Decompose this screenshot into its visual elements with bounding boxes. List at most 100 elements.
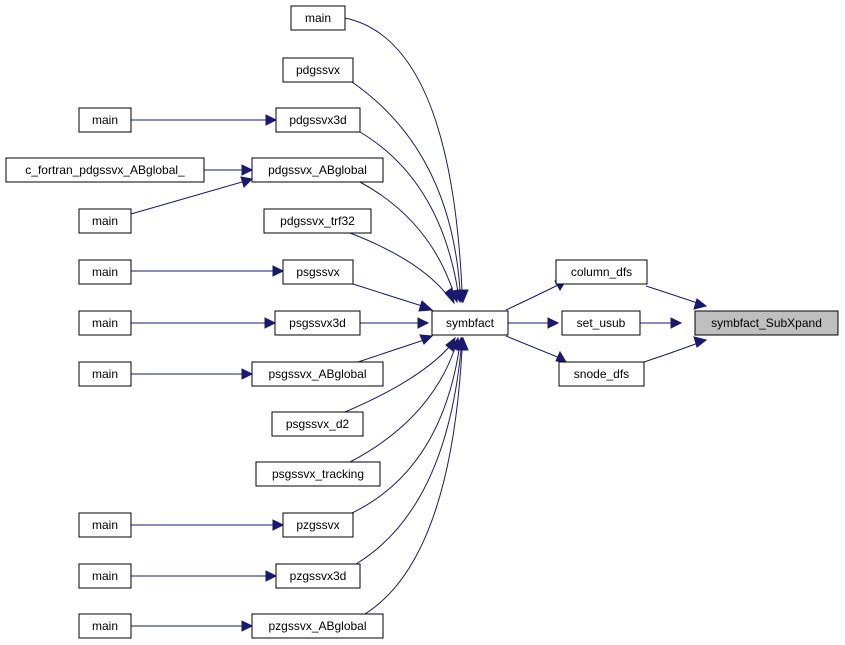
node-box <box>275 563 361 589</box>
node-main-pzgssvx-ABglobal[interactable]: main <box>78 613 132 639</box>
node-snode-dfs[interactable]: snode_dfs <box>558 361 645 387</box>
edge-pdgssvx-symbfact <box>351 81 466 304</box>
arrowhead-icon <box>670 317 683 329</box>
node-box <box>263 208 372 234</box>
node-main-psgssvx-ABglobal[interactable]: main <box>78 361 132 387</box>
node-box <box>274 310 361 336</box>
node-main-psgssvx[interactable]: main <box>78 259 132 285</box>
arrowhead-icon <box>241 368 254 380</box>
edge-line <box>364 349 463 615</box>
edge-line <box>505 335 561 359</box>
arrowhead-icon <box>418 300 434 312</box>
edge-main-pzgssvx-ABglobal <box>131 620 254 632</box>
node-label: main <box>92 367 118 381</box>
node-main-psgssvx3d[interactable]: main <box>78 310 132 336</box>
node-label: pdgssvx <box>296 63 340 77</box>
edge-line <box>351 349 460 514</box>
node-box <box>78 259 132 285</box>
node-box <box>78 107 132 133</box>
edge-column-dfs-root <box>645 285 708 310</box>
node-main-1[interactable]: main <box>290 5 346 31</box>
node-label: pdgssvx_ABglobal <box>268 163 367 177</box>
edge-main-pdgssvx3d <box>131 114 278 126</box>
node-root[interactable]: symbfact_SubXpand <box>694 310 839 336</box>
node-box <box>78 361 132 387</box>
node-box <box>282 259 354 285</box>
edge-pdgssvx-trf32-symbfact <box>349 232 455 305</box>
edge-main-psgssvx-ABglobal <box>131 368 254 380</box>
node-label: main <box>92 518 118 532</box>
arrowhead-icon <box>457 336 469 351</box>
arrowhead-icon <box>264 317 277 329</box>
node-label: pdgssvx_trf32 <box>280 214 355 228</box>
edge-main-psgssvx <box>131 265 285 277</box>
node-box <box>271 411 364 437</box>
edge-snode-dfs-root <box>643 336 708 363</box>
node-box <box>431 310 509 336</box>
edge-symbfact-set-usub <box>508 317 560 329</box>
node-box <box>251 613 384 639</box>
node-psgssvx3d[interactable]: psgssvx3d <box>274 310 361 336</box>
edge-psgssvx-ABglobal-symbfact <box>357 334 434 363</box>
edge-line <box>349 232 449 297</box>
arrowhead-icon <box>272 265 285 277</box>
node-pdgssvx[interactable]: pdgssvx <box>282 57 354 83</box>
node-set-usub[interactable]: set_usub <box>561 310 641 336</box>
node-label: pzgssvx3d <box>290 569 347 583</box>
node-label: pzgssvx_ABglobal <box>268 619 366 633</box>
edge-line <box>359 131 459 293</box>
node-psgssvx-tracking[interactable]: psgssvx_tracking <box>255 461 381 487</box>
arrowhead-icon <box>265 570 278 582</box>
node-box <box>555 259 648 285</box>
node-main-pdgssvx3d[interactable]: main <box>78 107 132 133</box>
node-label: pdgssvx3d <box>289 113 346 127</box>
node-psgssvx[interactable]: psgssvx <box>282 259 354 285</box>
node-box <box>561 310 641 336</box>
arrowhead-icon <box>241 164 254 176</box>
edge-psgssvx-tracking-symbfact <box>349 336 461 463</box>
node-column-dfs[interactable]: column_dfs <box>555 259 648 285</box>
node-psgssvx-d2[interactable]: psgssvx_d2 <box>271 411 364 437</box>
edge-main-pzgssvx3d <box>131 570 278 582</box>
node-c-fortran[interactable]: c_fortran_pdgssvx_ABglobal_ <box>5 157 205 183</box>
edge-line <box>357 339 425 363</box>
arrowhead-icon <box>240 176 254 188</box>
node-pzgssvx[interactable]: pzgssvx <box>282 512 354 538</box>
edge-psgssvx3d-symbfact <box>360 317 430 329</box>
node-pdgssvx3d[interactable]: pdgssvx3d <box>275 107 361 133</box>
node-box <box>78 613 132 639</box>
node-psgssvx-ABglobal[interactable]: psgssvx_ABglobal <box>251 361 384 387</box>
edge-line <box>355 349 462 565</box>
edge-line <box>352 283 423 307</box>
node-main-pzgssvx[interactable]: main <box>78 512 132 538</box>
node-box <box>251 157 384 183</box>
node-pdgssvx-trf32[interactable]: pdgssvx_trf32 <box>263 208 372 234</box>
node-label: main <box>92 265 118 279</box>
edge-line <box>351 81 461 291</box>
node-box <box>558 361 645 387</box>
node-label: psgssvx_tracking <box>272 467 364 481</box>
arrowhead-icon <box>272 519 285 531</box>
node-label: c_fortran_pdgssvx_ABglobal_ <box>25 163 185 177</box>
arrowhead-icon <box>419 334 434 345</box>
edge-line <box>130 181 243 215</box>
node-box <box>78 512 132 538</box>
node-label: main <box>305 11 331 25</box>
edge-c-fortran-pdgssvx-ABglobal <box>204 164 254 176</box>
arrowhead-icon <box>265 114 278 126</box>
edge-line <box>349 347 456 463</box>
arrowhead-icon <box>241 620 254 632</box>
node-box <box>78 563 132 589</box>
node-pzgssvx3d[interactable]: pzgssvx3d <box>275 563 361 589</box>
node-main-pdgssvx-ABglobal[interactable]: main <box>78 208 132 234</box>
node-pzgssvx-ABglobal[interactable]: pzgssvx_ABglobal <box>251 613 384 639</box>
node-main-pzgssvx3d[interactable]: main <box>78 563 132 589</box>
arrowhead-icon <box>693 336 708 348</box>
node-label: main <box>92 619 118 633</box>
edge-main-pzgssvx <box>131 519 285 531</box>
edge-set-usub-root <box>640 317 683 329</box>
edge-psgssvx-symbfact <box>352 283 434 312</box>
node-pdgssvx-ABglobal[interactable]: pdgssvx_ABglobal <box>251 157 384 183</box>
node-symbfact[interactable]: symbfact <box>431 310 509 336</box>
